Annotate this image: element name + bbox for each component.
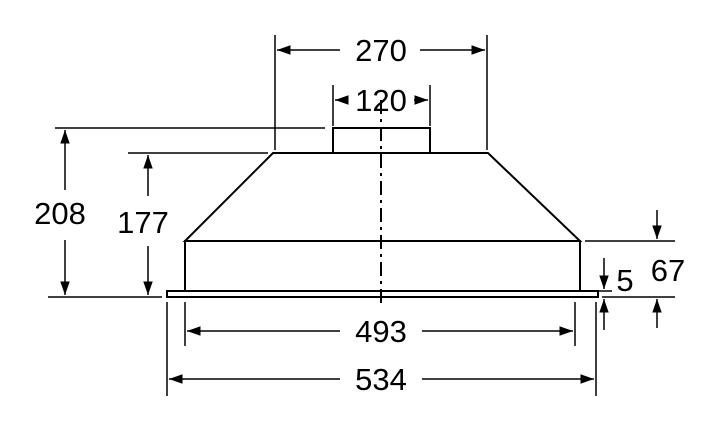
dim-plate-width: 534 (166, 302, 597, 397)
dim-label-534: 534 (355, 362, 407, 397)
dim-total-height: 208 (34, 127, 325, 298)
hood-upper-body (182, 152, 583, 242)
dim-top-width: 270 (274, 33, 488, 150)
dim-label-493: 493 (355, 314, 407, 349)
dim-label-208: 208 (34, 196, 86, 231)
dim-body-height: 177 (117, 152, 268, 295)
hood-box (184, 240, 581, 292)
dim-label-270: 270 (355, 33, 407, 68)
dim-box-height: 67 (585, 210, 685, 328)
dim-box-width: 493 (184, 302, 576, 349)
dim-label-120: 120 (355, 83, 407, 118)
mounting-plate (166, 290, 599, 298)
dim-label-67: 67 (651, 253, 685, 288)
dim-label-5: 5 (616, 263, 633, 298)
dim-plate-thickness: 5 (598, 258, 634, 330)
dim-label-177: 177 (117, 205, 169, 240)
dim-chimney-width: 120 (332, 83, 431, 126)
